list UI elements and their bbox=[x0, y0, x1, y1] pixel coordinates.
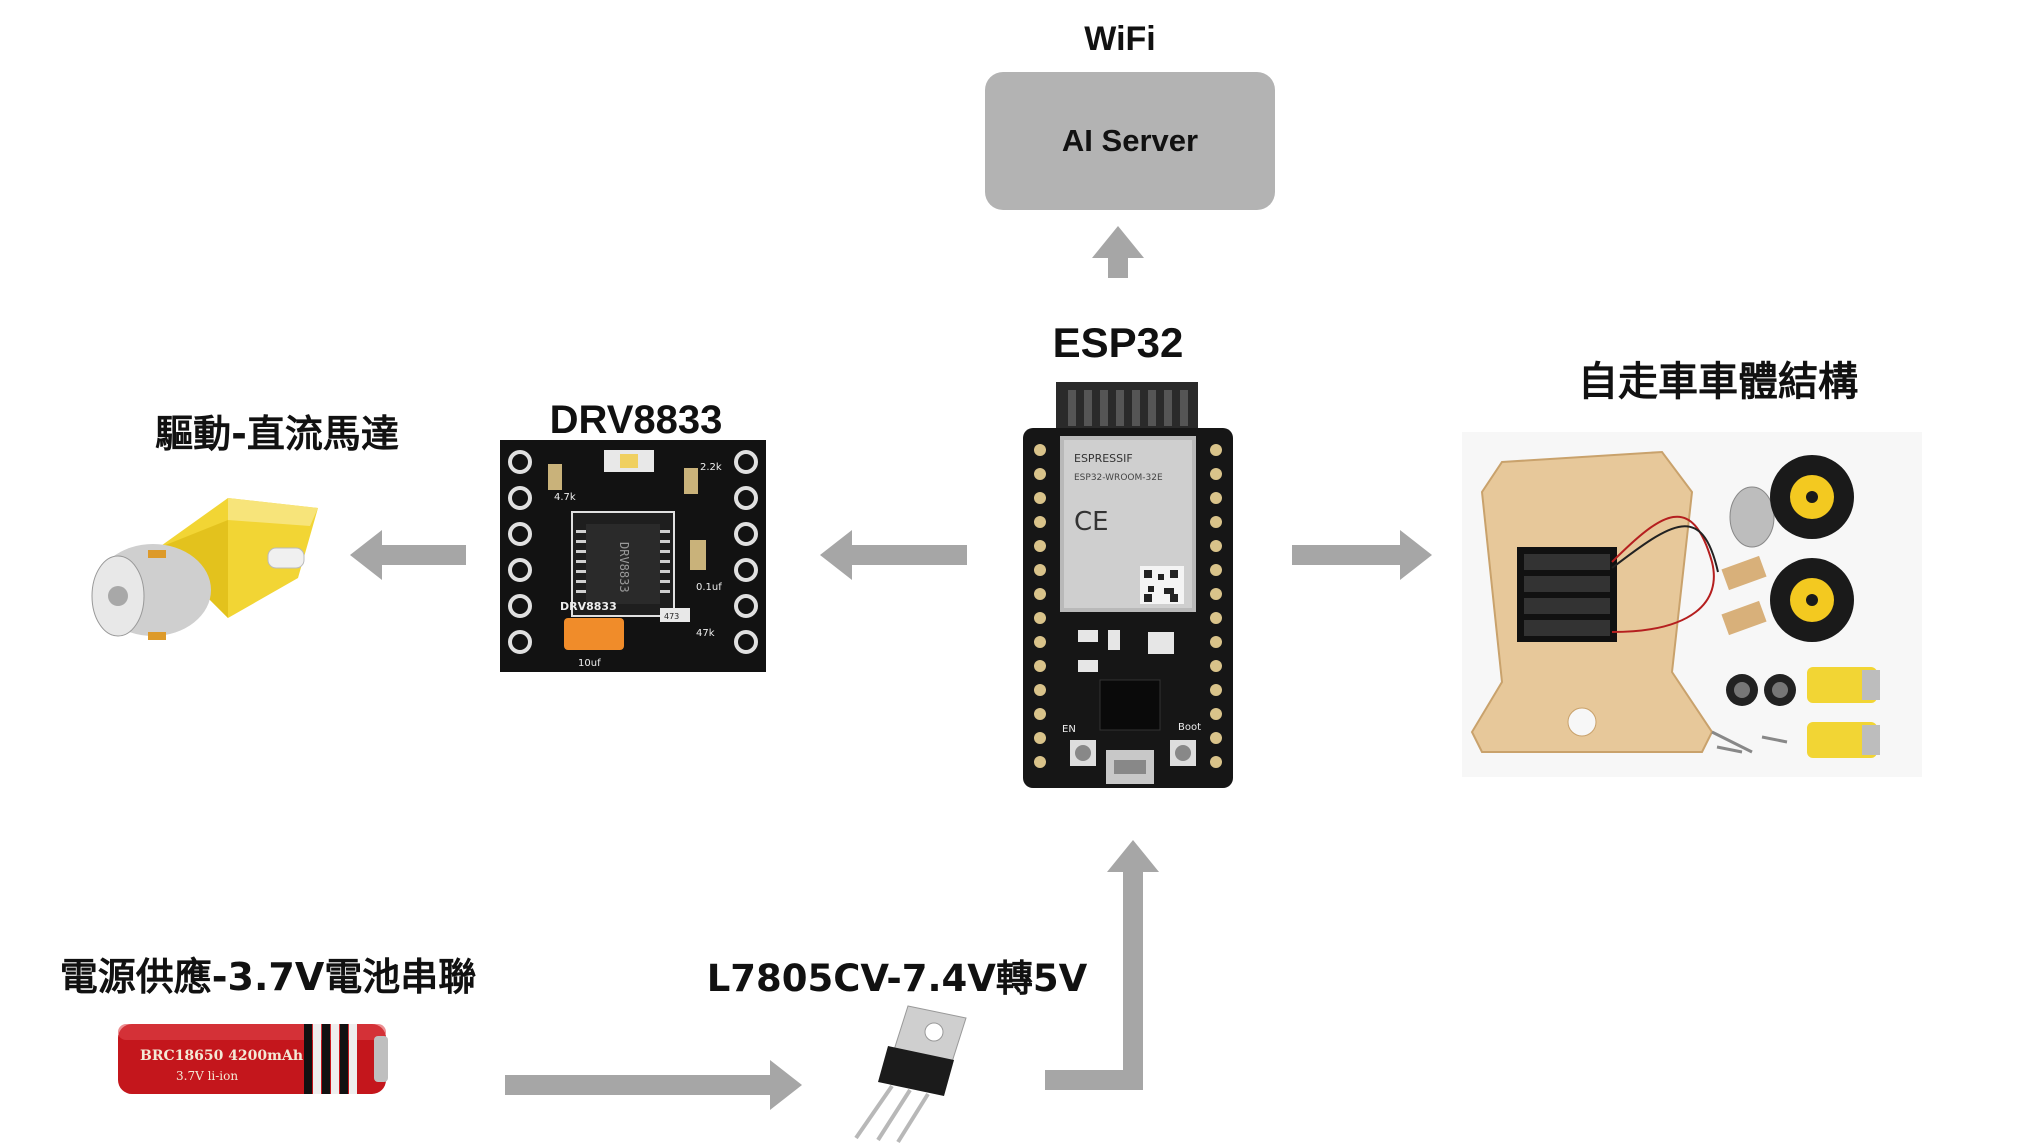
regulator-image bbox=[854, 1005, 967, 1144]
arrow-regulator-to-esp32 bbox=[1045, 840, 1159, 1090]
motor-label: 驅動-直流馬達 bbox=[155, 412, 399, 456]
drv8833-board-image: DRV8833 DRV8833 4.7k 2.2k 0.1uf 10uf 47k… bbox=[500, 440, 766, 672]
esp32-boot-text: Boot bbox=[1178, 722, 1201, 733]
drv-r3-text: 47k bbox=[696, 628, 715, 639]
drv-r1-text: 4.7k bbox=[554, 492, 576, 503]
esp32-en-text: EN bbox=[1062, 724, 1076, 735]
arrow-esp32-to-drv bbox=[820, 530, 967, 580]
drv8833-label: DRV8833 bbox=[549, 398, 723, 442]
drv-c2-text: 10uf bbox=[578, 658, 601, 669]
esp32-board-image: ESPRESSIF ESP32-WROOM-32E CE EN Boot bbox=[1023, 382, 1233, 788]
arrow-esp32-to-chassis bbox=[1292, 530, 1432, 580]
arrow-battery-to-regulator bbox=[505, 1060, 802, 1110]
ai-server-box: AI Server bbox=[985, 72, 1275, 210]
battery-spec-text: 3.7V li-ion bbox=[176, 1069, 238, 1083]
arrow-esp32-to-server bbox=[1092, 226, 1144, 278]
regulator-label: L7805CV-7.4V轉5V bbox=[706, 957, 1088, 1000]
arrow-drv-to-motor bbox=[350, 530, 466, 580]
esp32-ce-mark: CE bbox=[1074, 507, 1109, 537]
drv-c1-text: 0.1uf bbox=[696, 582, 722, 593]
drv-chip-text: DRV8833 bbox=[617, 542, 631, 593]
chassis-kit-image bbox=[1462, 432, 1922, 777]
esp32-label: ESP32 bbox=[1052, 319, 1184, 366]
power-label: 電源供應-3.7V電池串聯 bbox=[59, 955, 477, 999]
drv-r4-text: 473 bbox=[664, 612, 679, 621]
wifi-label: WiFi bbox=[1084, 20, 1156, 58]
drv-silk-text: DRV8833 bbox=[560, 600, 617, 613]
esp32-module-text: ESP32-WROOM-32E bbox=[1074, 473, 1163, 483]
chassis-label: 自走車車體結構 bbox=[1578, 359, 1858, 405]
drv-r2-text: 2.2k bbox=[700, 462, 722, 473]
dc-motor-image bbox=[91, 498, 318, 640]
battery-image: BRC18650 4200mAh 3.7V li-ion bbox=[118, 1024, 388, 1094]
ai-server-label: AI Server bbox=[1061, 123, 1199, 158]
esp32-brand-text: ESPRESSIF bbox=[1074, 452, 1133, 465]
battery-model-text: BRC18650 4200mAh bbox=[140, 1048, 303, 1064]
